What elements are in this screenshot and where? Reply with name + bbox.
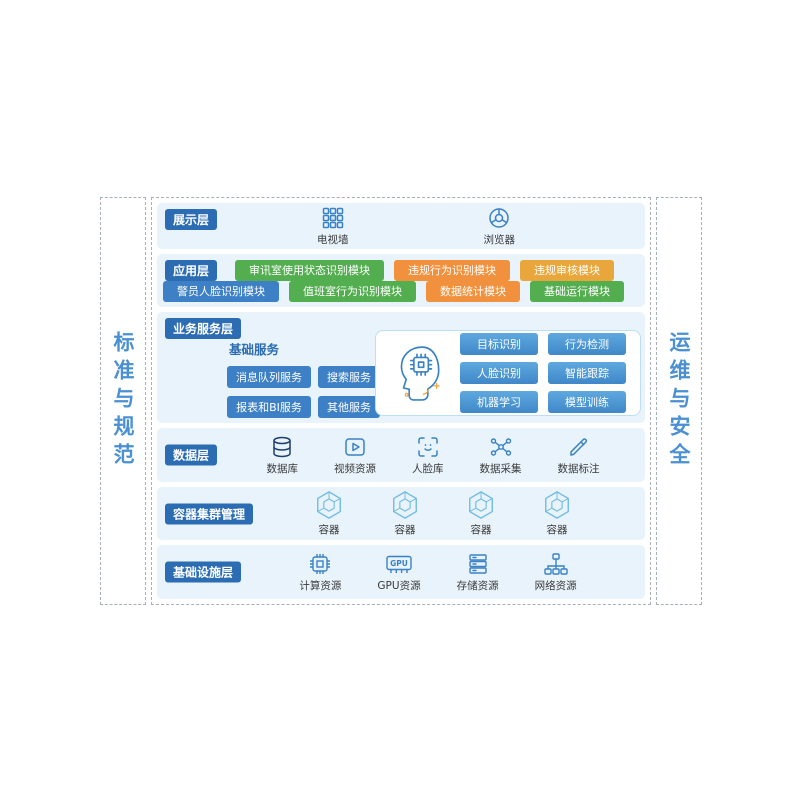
- container-item: 容器: [466, 490, 496, 537]
- data-annotate-item: 数据标注: [558, 435, 600, 476]
- ai-service-button: 人脸识别: [460, 362, 538, 385]
- database-item: 数据库: [266, 435, 299, 476]
- ai-service-button: 模型训练: [548, 391, 626, 414]
- tv-wall-icon: [321, 206, 345, 230]
- database-icon: [270, 435, 294, 459]
- svg-text:GPU: GPU: [390, 559, 408, 568]
- infrastructure-items: 计算资源 GPU GPU资源: [237, 545, 639, 599]
- layer-application: 应用层 审讯室使用状态识别模块 违规行为识别模块 违规审核模块 警员人脸识别模块…: [157, 253, 645, 308]
- container-layer-badge: 容器集群管理: [165, 503, 254, 525]
- face-library-icon: [416, 435, 440, 459]
- gpu-resource-item: GPU GPU资源: [377, 552, 421, 593]
- module-chip: 违规行为识别模块: [394, 259, 510, 281]
- gpu-resource-label: GPU资源: [377, 579, 421, 592]
- module-chip: 审讯室使用状态识别模块: [235, 259, 384, 281]
- layer-container-cluster: 容器集群管理 容器: [157, 486, 645, 541]
- video-icon: [343, 435, 367, 459]
- module-chip: 值班室行为识别模块: [289, 280, 416, 302]
- service-button: 消息队列服务: [227, 366, 311, 389]
- container-item: 容器: [314, 490, 344, 537]
- network-resource-item: 网络资源: [535, 552, 577, 593]
- cpu-icon: [308, 552, 332, 576]
- module-chip: 警员人脸识别模块: [163, 280, 279, 302]
- presentation-items: 电视墙 浏览器: [187, 206, 645, 247]
- data-annotate-icon: [567, 435, 591, 459]
- basic-services-grid: 消息队列服务 搜索服务 报表和BI服务 其他服务: [227, 366, 380, 419]
- browser-icon: [487, 206, 511, 230]
- container-items: 容器 容器: [247, 487, 639, 541]
- ai-service-button: 智能跟踪: [548, 362, 626, 385]
- standards-label: 标准与规范: [111, 331, 135, 471]
- storage-resource-label: 存储资源: [456, 579, 499, 592]
- data-annotate-label: 数据标注: [557, 462, 600, 475]
- container-icon: [542, 490, 572, 520]
- application-layer-badge: 应用层: [165, 259, 218, 281]
- browser-item: 浏览器: [483, 206, 516, 247]
- layer-data: 数据层 数据库: [157, 428, 645, 482]
- container-item: 容器: [390, 490, 420, 537]
- module-chip: 数据统计模块: [426, 280, 520, 302]
- video-resource-label: 视频资源: [334, 462, 376, 475]
- data-layer-badge: 数据层: [165, 444, 218, 466]
- application-row-1: 审讯室使用状态识别模块 违规行为识别模块 违规审核模块: [235, 259, 639, 281]
- container-label: 容器: [470, 524, 492, 537]
- gpu-icon: GPU: [384, 552, 414, 576]
- container-icon: [390, 490, 420, 520]
- layer-infrastructure: 基础设施层 计算资源: [157, 545, 645, 599]
- ai-services-grid: 目标识别 行为检测 人脸识别 智能跟踪 机器学习 模型训练: [460, 333, 626, 414]
- presentation-layer-badge: 展示层: [165, 209, 218, 230]
- container-icon: [314, 490, 344, 520]
- basic-services-title: 基础服务: [229, 342, 280, 358]
- operations-security-panel: 运维与安全: [656, 197, 702, 605]
- container-item: 容器: [542, 490, 572, 537]
- data-collect-item: 数据采集: [480, 435, 522, 476]
- ai-service-button: 目标识别: [460, 333, 538, 356]
- face-library-label: 人脸库: [412, 462, 444, 475]
- module-chip: 违规审核模块: [520, 259, 614, 281]
- container-label: 容器: [394, 524, 416, 537]
- application-modules: 审讯室使用状态识别模块 违规行为识别模块 违规审核模块 警员人脸识别模块 值班室…: [163, 259, 639, 302]
- application-row-2: 警员人脸识别模块 值班室行为识别模块 数据统计模块 基础运行模块: [163, 280, 639, 302]
- data-items: 数据库 视频资源: [227, 428, 639, 482]
- business-body: 基础服务 消息队列服务 搜索服务 报表和BI服务 其他服务: [157, 330, 641, 419]
- compute-resource-item: 计算资源: [299, 552, 341, 593]
- compute-resource-label: 计算资源: [299, 579, 342, 592]
- standards-panel: 标准与规范: [100, 197, 146, 605]
- container-label: 容器: [318, 524, 340, 537]
- tv-wall-item: 电视墙: [317, 206, 349, 247]
- storage-resource-item: 存储资源: [457, 552, 499, 593]
- layer-business-services: 业务服务层 基础服务 消息队列服务 搜索服务 报表和BI服务 其他服务: [157, 312, 645, 424]
- browser-label: 浏览器: [483, 233, 516, 246]
- service-button: 搜索服务: [318, 366, 380, 389]
- ai-services-panel: 目标识别 行为检测 人脸识别 智能跟踪 机器学习 模型训练: [375, 330, 641, 417]
- data-collect-icon: [489, 435, 513, 459]
- face-library-item: 人脸库: [412, 435, 444, 476]
- database-label: 数据库: [266, 462, 299, 475]
- container-label: 容器: [546, 524, 568, 537]
- layers-panel: 展示层 电视墙: [151, 197, 651, 605]
- network-icon: [543, 552, 569, 576]
- basic-services-section: 基础服务 消息队列服务 搜索服务 报表和BI服务 其他服务: [157, 330, 380, 419]
- service-button: 报表和BI服务: [227, 396, 311, 419]
- business-layer-badge: 业务服务层: [165, 318, 242, 340]
- container-icon: [466, 490, 496, 520]
- infrastructure-layer-badge: 基础设施层: [165, 561, 242, 583]
- operations-security-label: 运维与安全: [667, 331, 691, 471]
- ai-service-button: 行为检测: [548, 333, 626, 356]
- video-resource-item: 视频资源: [334, 435, 376, 476]
- tv-wall-label: 电视墙: [317, 233, 349, 246]
- module-chip: 基础运行模块: [530, 280, 624, 302]
- service-button: 其他服务: [318, 396, 380, 419]
- network-resource-label: 网络资源: [534, 579, 577, 592]
- data-collect-label: 数据采集: [479, 462, 522, 475]
- ai-head-icon: [390, 343, 446, 403]
- ai-service-button: 机器学习: [460, 391, 538, 414]
- layer-presentation: 展示层 电视墙: [157, 203, 645, 249]
- storage-icon: [466, 552, 490, 576]
